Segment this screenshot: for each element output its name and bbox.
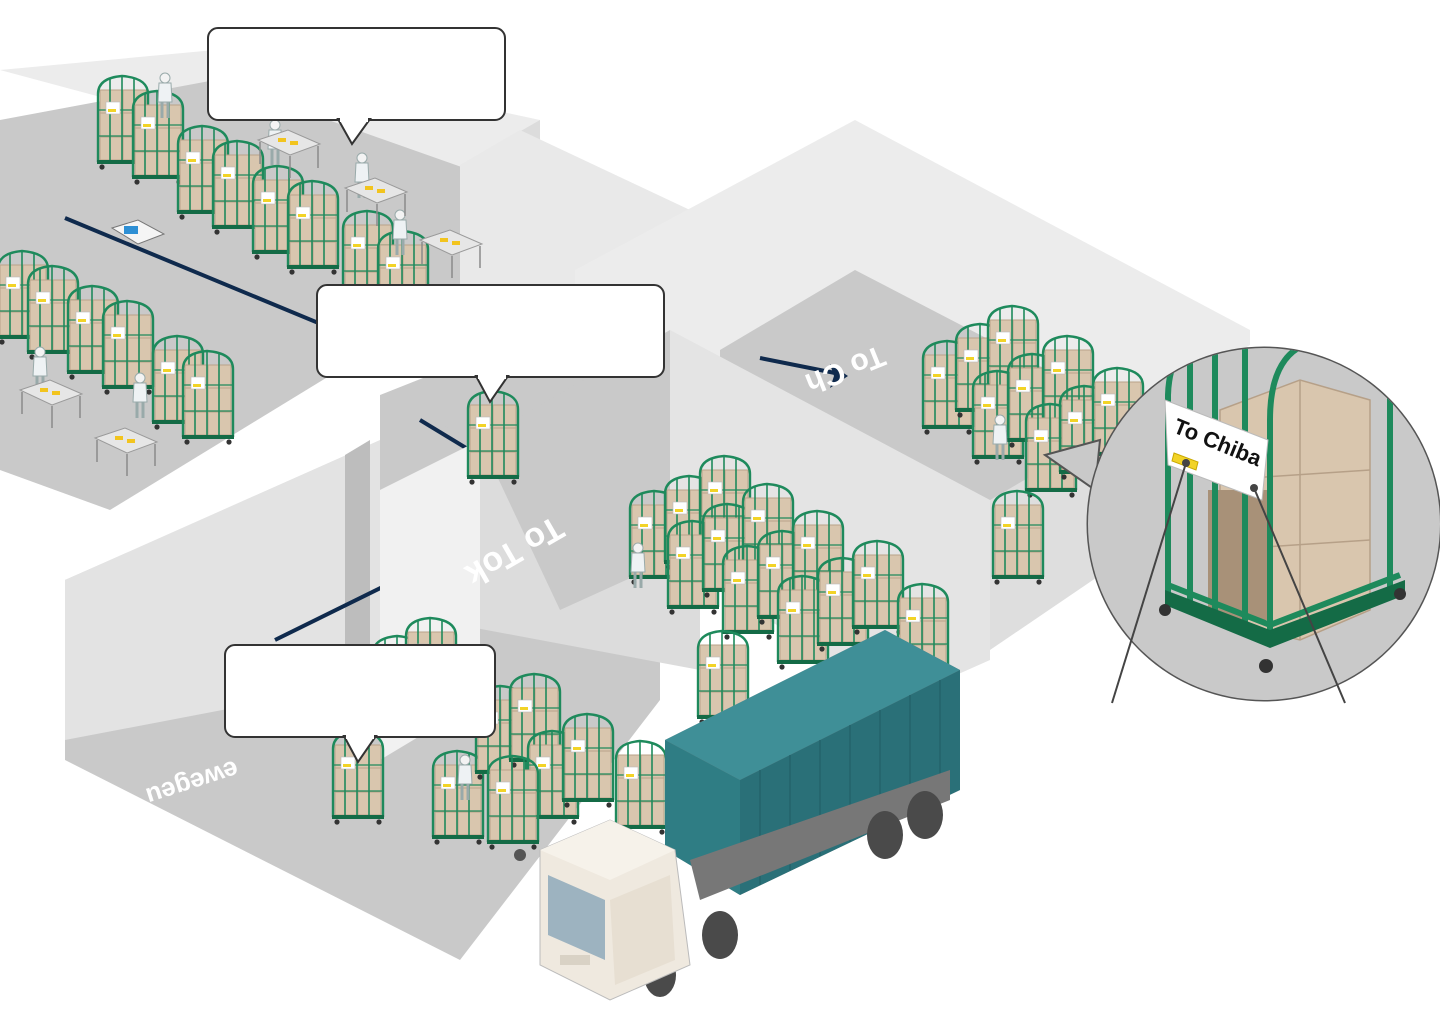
container-truck bbox=[514, 630, 960, 1001]
zoom-detail: To Chiba bbox=[1042, 346, 1440, 704]
agv-robot-icon bbox=[110, 219, 166, 245]
callout-middle bbox=[316, 284, 665, 404]
callout-bottom bbox=[224, 644, 496, 764]
cart-corridor bbox=[465, 389, 521, 486]
callout-top bbox=[207, 27, 506, 146]
